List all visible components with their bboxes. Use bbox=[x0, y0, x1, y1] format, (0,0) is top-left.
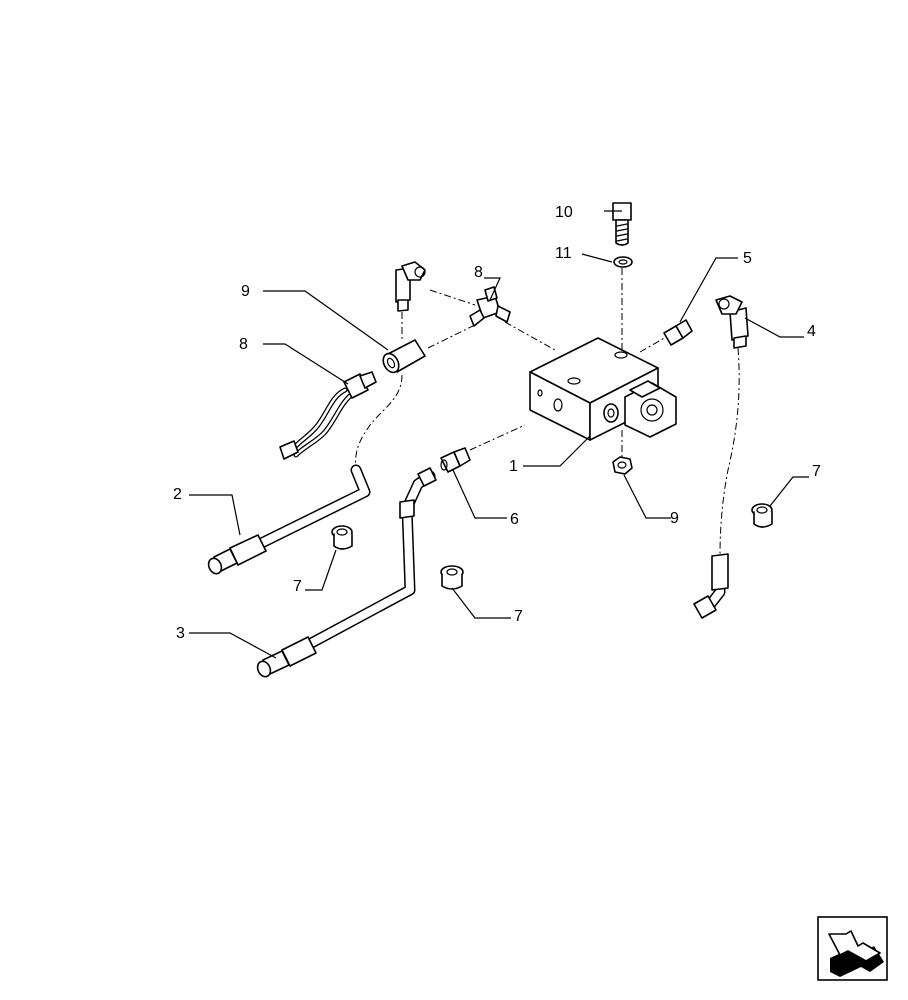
plug-left[interactable] bbox=[331, 525, 353, 550]
valve-block[interactable] bbox=[529, 337, 677, 441]
adapter-fitting[interactable] bbox=[440, 447, 471, 473]
callout-2: 2 bbox=[173, 486, 182, 503]
assembly-centerlines bbox=[355, 268, 740, 556]
sleeve[interactable] bbox=[380, 339, 426, 375]
callout-12: 10 bbox=[555, 204, 573, 221]
callout-5: 5 bbox=[743, 250, 752, 267]
nut[interactable] bbox=[612, 456, 633, 475]
callout-13: 11 bbox=[555, 245, 572, 262]
elbow-fitting-right[interactable] bbox=[715, 295, 749, 349]
callout-1: 1 bbox=[509, 458, 518, 475]
callout-3: 3 bbox=[176, 625, 185, 642]
callout-4: 4 bbox=[807, 323, 816, 340]
hydraulic-pipe-2[interactable] bbox=[206, 464, 371, 576]
callout-7-middle: 7 bbox=[514, 608, 523, 625]
elbow-fitting-left[interactable] bbox=[395, 261, 426, 312]
callout-10: 8 bbox=[239, 336, 248, 353]
hydraulic-pipe-3[interactable] bbox=[255, 467, 437, 679]
plug-middle[interactable] bbox=[440, 565, 464, 590]
straight-fitting[interactable] bbox=[663, 319, 693, 346]
tee-fitting[interactable] bbox=[469, 286, 511, 327]
plug-right[interactable] bbox=[751, 503, 773, 528]
callout-11: 9 bbox=[670, 510, 679, 527]
callout-6: 6 bbox=[510, 511, 519, 528]
bolt[interactable] bbox=[612, 202, 632, 246]
washer[interactable] bbox=[613, 256, 633, 268]
leader-lines bbox=[189, 210, 809, 659]
pressure-switch[interactable] bbox=[279, 371, 377, 460]
hose-right[interactable] bbox=[693, 553, 729, 619]
callout-9: 9 bbox=[241, 283, 250, 300]
callout-8: 8 bbox=[474, 264, 483, 281]
next-page-button[interactable] bbox=[817, 916, 888, 981]
callout-labels: 10 11 8 9 8 5 4 1 6 9 7 2 7 3 7 bbox=[173, 204, 821, 642]
callout-7-right: 7 bbox=[812, 463, 821, 480]
callout-7-left: 7 bbox=[293, 578, 302, 595]
next-page-arrow-icon bbox=[828, 930, 884, 977]
